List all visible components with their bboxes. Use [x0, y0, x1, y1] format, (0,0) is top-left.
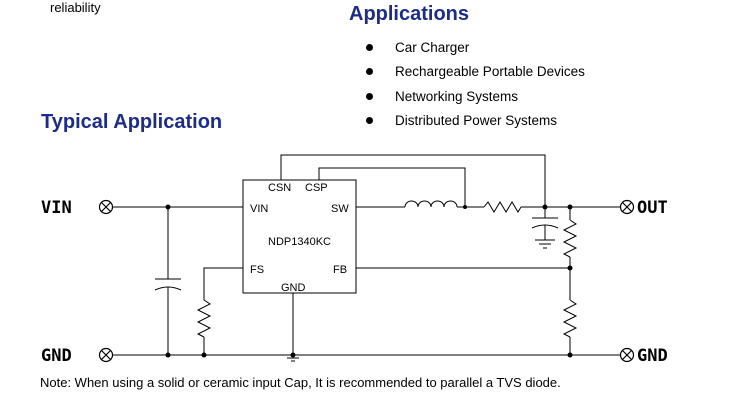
junction-dot — [201, 352, 207, 358]
pin-csn-label: CSN — [268, 182, 291, 194]
list-item: Networking Systems — [366, 84, 585, 109]
typical-application-heading: Typical Application — [41, 111, 223, 133]
list-item-label: Networking Systems — [395, 88, 519, 104]
junction-dot — [290, 352, 296, 358]
junction-dot — [165, 204, 171, 210]
inductor-icon — [404, 200, 458, 208]
pin-csp-label: CSP — [305, 182, 328, 194]
csp-wire — [318, 167, 466, 207]
junction-dot — [567, 265, 573, 271]
junction-dot — [567, 352, 573, 358]
previous-section-text: reliability — [50, 0, 101, 15]
note-text: Note: When using a solid or ceramic inpu… — [40, 375, 561, 390]
pin-fs-label: FS — [250, 264, 264, 276]
terminal-gnd-right-label: GND — [637, 346, 668, 366]
list-item-label: Car Charger — [395, 39, 470, 55]
pin-sw-label: SW — [331, 203, 349, 215]
pin-fb-label: FB — [333, 264, 347, 276]
applications-list: Car Charger Rechargeable Portable Device… — [366, 35, 585, 133]
sense-resistor-icon — [483, 201, 522, 213]
bullet-icon — [366, 92, 373, 100]
ic-body — [242, 179, 357, 294]
terminal-gnd-left-label: GND — [41, 346, 72, 366]
list-item-label: Rechargeable Portable Devices — [395, 64, 585, 80]
bullet-icon — [366, 117, 373, 125]
ic-name-label: NDP1340KC — [268, 236, 331, 248]
terminal-out-label: OUT — [637, 198, 668, 218]
csn-wire — [280, 154, 546, 207]
fb-resistor-bottom-icon — [562, 299, 578, 338]
list-item: Rechargeable Portable Devices — [366, 60, 585, 85]
junction-dot — [567, 204, 573, 210]
applications-heading: Applications — [349, 3, 470, 25]
fb-resistor-top-icon — [562, 219, 578, 258]
bullet-icon — [366, 68, 373, 76]
list-item-label: Distributed Power Systems — [395, 113, 558, 129]
junction-dot — [542, 204, 548, 210]
fs-wire — [203, 267, 243, 300]
pin-gnd-label: GND — [281, 282, 306, 294]
pin-vin-label: VIN — [250, 203, 268, 215]
junction-dot — [165, 352, 171, 358]
junction-dot — [463, 205, 467, 209]
terminal-vin-label: VIN — [41, 198, 72, 218]
list-item: Distributed Power Systems — [366, 109, 585, 134]
bullet-icon — [366, 43, 373, 51]
fs-resistor-icon — [196, 299, 212, 338]
list-item: Car Charger — [366, 35, 585, 60]
